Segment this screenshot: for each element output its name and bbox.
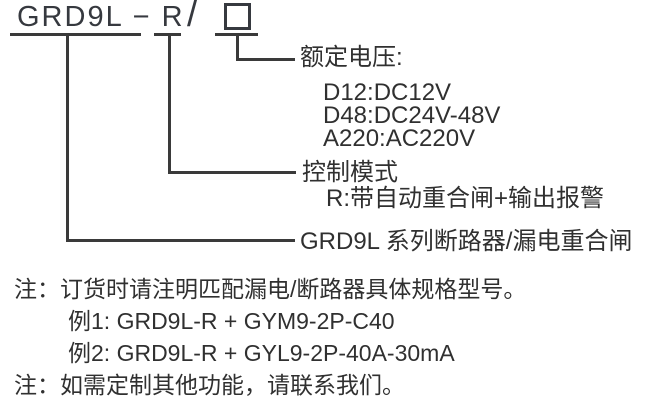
mode-label: 控制模式 xyxy=(302,159,398,186)
series-label: GRD9L 系列断路器/漏电重合闸 xyxy=(300,228,633,255)
connector-series-vertical xyxy=(66,33,69,242)
connector-voltage-vertical xyxy=(236,33,239,61)
note-example-line: 例1: GRD9L-R + GYM9-2P-C40 xyxy=(68,308,395,334)
separator-slash: / xyxy=(187,0,198,34)
voltage-option: D48:DC24V-48V xyxy=(323,102,501,129)
note-line: 注：订货时请注明匹配漏电/断路器具体规格型号。 xyxy=(14,276,527,302)
connector-mode-vertical xyxy=(168,33,171,174)
connector-voltage-horizontal xyxy=(236,58,295,61)
model-code: GRD9L − R xyxy=(17,1,185,33)
underline-series-segment xyxy=(10,33,141,36)
voltage-option: D12:DC12V xyxy=(323,79,452,106)
connector-series-horizontal xyxy=(66,239,295,242)
voltage-label: 额定电压: xyxy=(300,44,403,71)
voltage-option: A220:AC220V xyxy=(323,125,476,152)
underline-mode-segment xyxy=(154,33,181,36)
voltage-placeholder-box xyxy=(224,3,251,30)
note-line: 注：如需定制其他功能，请联系我们。 xyxy=(14,372,405,398)
note-example-line: 例2: GRD9L-R + GYL9-2P-40A-30mA xyxy=(68,340,455,366)
connector-mode-horizontal xyxy=(168,171,296,174)
mode-option: R:带自动重合闸+输出报警 xyxy=(326,185,605,212)
